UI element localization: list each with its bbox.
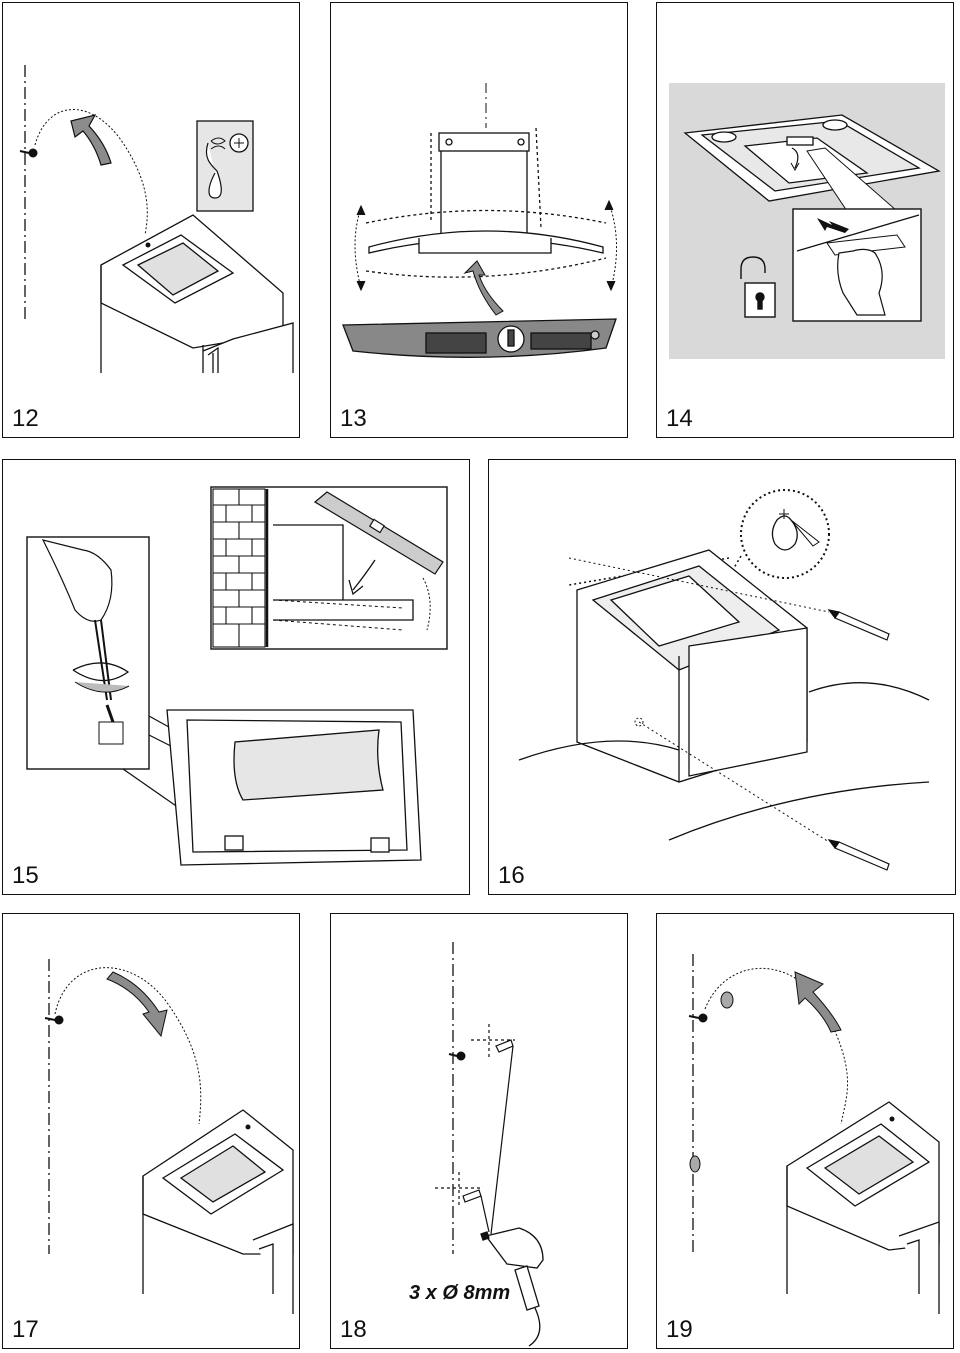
wall-plug-icon xyxy=(471,1024,515,1060)
detail-inset xyxy=(196,120,254,212)
step-number: 16 xyxy=(498,862,525,889)
step-12-illustration xyxy=(19,65,294,373)
step-19-panel: 19 xyxy=(656,913,954,1349)
step-number: 18 xyxy=(340,1316,367,1343)
step-13-illustration xyxy=(342,83,617,358)
step-number: 12 xyxy=(12,405,39,432)
bracket xyxy=(142,1109,294,1314)
step-18-illustration xyxy=(435,942,544,1347)
drill-size-caption: 3 x Ø 8mm xyxy=(409,1282,511,1304)
wall-plug-icon xyxy=(435,1172,483,1208)
step-15-panel: 15 xyxy=(2,459,470,895)
step-14-illustration xyxy=(669,83,945,359)
screw-icon xyxy=(19,148,38,158)
curved-arrow-icon xyxy=(794,971,842,1033)
hand-icon xyxy=(837,248,886,316)
step-number: 17 xyxy=(12,1316,39,1343)
chimney xyxy=(430,127,542,233)
screw-icon xyxy=(448,1051,466,1061)
screw-icon xyxy=(688,1013,708,1023)
tilt-arrow-left xyxy=(354,207,362,289)
step-number: 13 xyxy=(340,405,367,432)
pencil-icon xyxy=(827,609,890,641)
step-number: 15 xyxy=(12,862,39,889)
padlock-open-icon xyxy=(740,256,776,318)
step-17-illustration xyxy=(44,959,294,1314)
hood-box xyxy=(576,549,808,783)
step-16-illustration xyxy=(518,489,930,871)
curved-arrow-icon xyxy=(463,260,504,316)
screw-icon xyxy=(44,1015,64,1025)
wall-plug-icon xyxy=(720,991,734,1009)
mounting-frame xyxy=(166,709,422,866)
hood-underside xyxy=(683,114,941,202)
brick-wall xyxy=(212,488,269,648)
bracket xyxy=(100,214,294,373)
step-17-panel: 17 xyxy=(2,913,300,1349)
step-14-panel: 14 xyxy=(656,2,954,438)
step-16-panel: 16 xyxy=(488,459,956,895)
push-arrow xyxy=(817,218,849,233)
curved-arrow-icon xyxy=(70,114,112,166)
hood-canopy xyxy=(365,209,607,278)
spirit-level-icon xyxy=(313,491,444,575)
control-panel xyxy=(342,318,617,358)
curved-arrow-icon xyxy=(106,971,168,1038)
step-number: 19 xyxy=(666,1316,693,1343)
step-15-illustration xyxy=(26,486,448,866)
drill-icon xyxy=(480,1227,544,1347)
step-19-illustration xyxy=(688,954,940,1314)
step-18-panel: 3 x Ø 8mm 18 xyxy=(330,913,628,1349)
wall-plug-icon xyxy=(689,1155,701,1173)
pencil-icon xyxy=(827,839,890,871)
tilt-arrow-right xyxy=(608,202,617,289)
step-number: 14 xyxy=(666,405,693,432)
step-12-panel: 12 xyxy=(2,2,300,438)
step-13-panel: 13 xyxy=(330,2,628,438)
bracket xyxy=(786,1101,940,1314)
